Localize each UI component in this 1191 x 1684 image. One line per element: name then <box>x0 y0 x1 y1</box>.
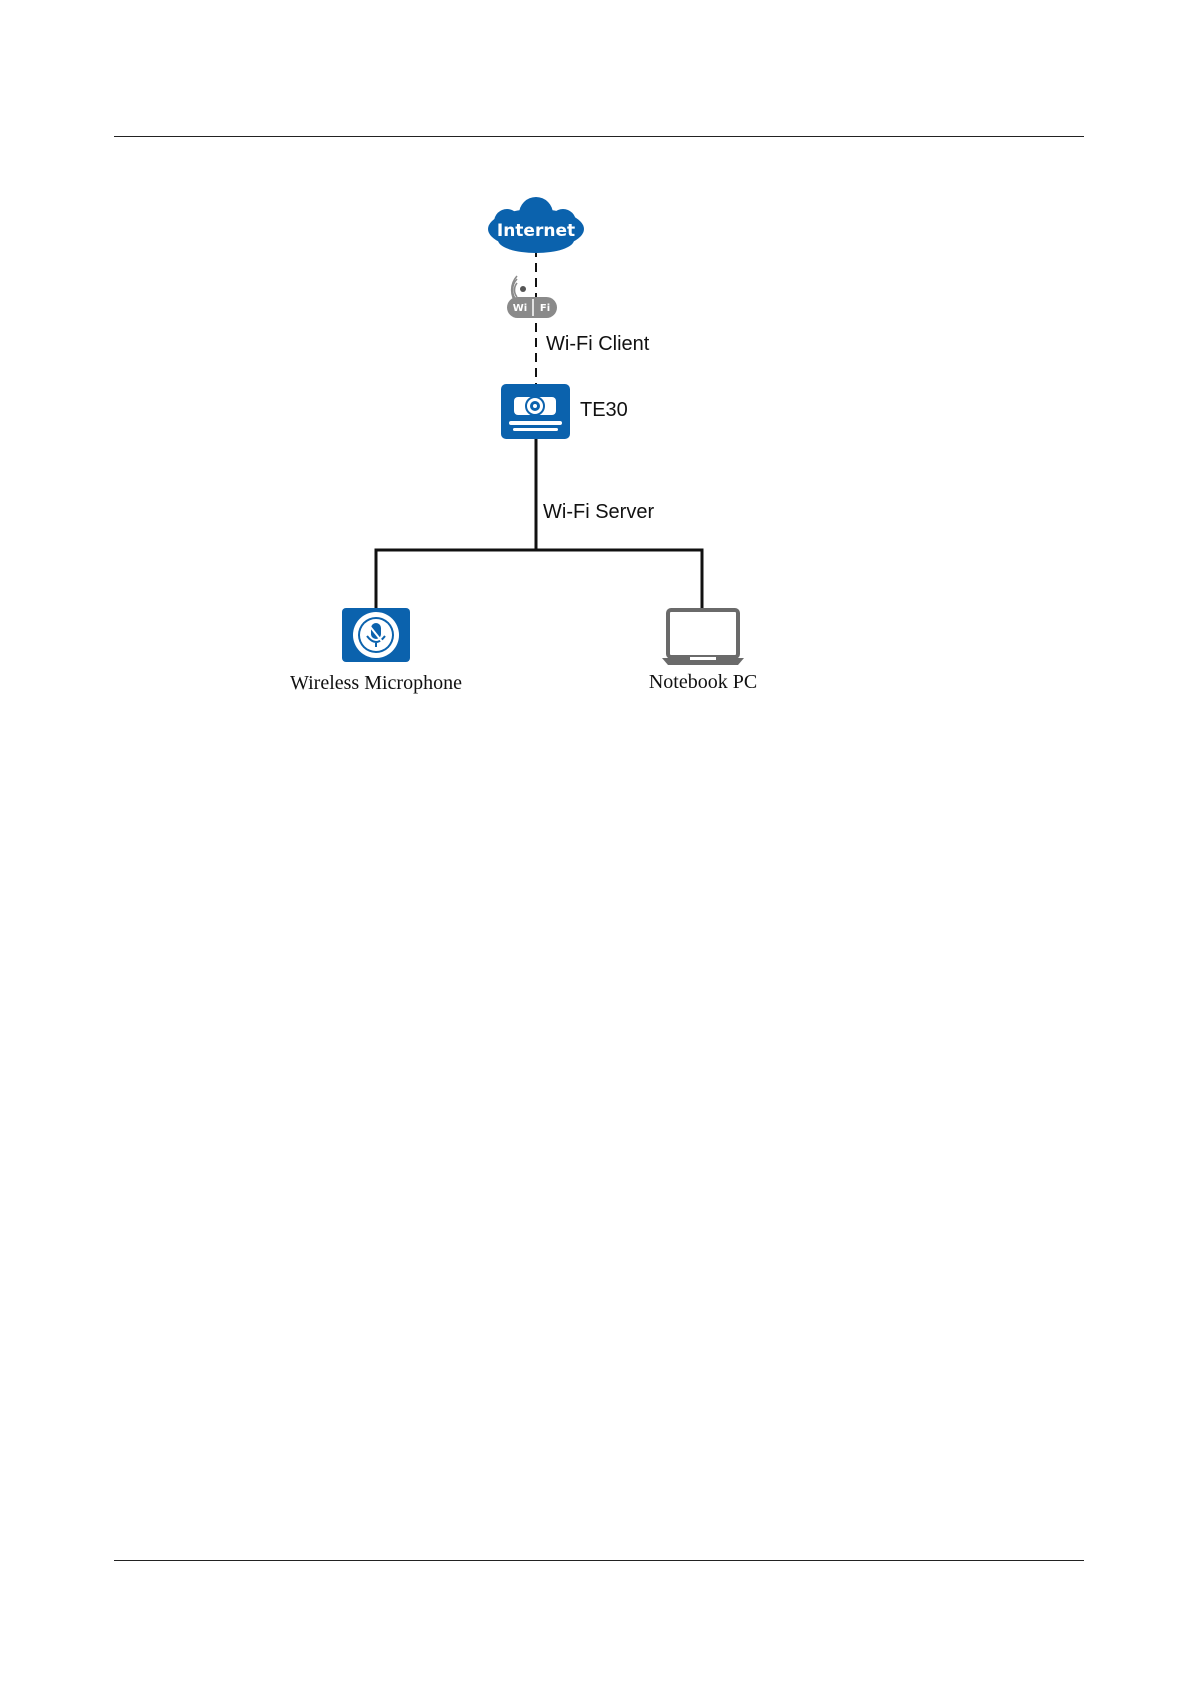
laptop-icon <box>662 610 744 665</box>
wifi-badge-right: Fi <box>540 303 550 314</box>
branch-line <box>376 550 702 608</box>
te30-label: TE30 <box>580 399 628 421</box>
internet-label: Internet <box>497 221 575 241</box>
wireless-microphone-icon <box>342 608 410 662</box>
wifi-client-label: Wi-Fi Client <box>546 333 650 355</box>
video-terminal-icon <box>501 384 570 439</box>
microphone-label: Wireless Microphone <box>290 672 462 694</box>
wifi-server-label: Wi-Fi Server <box>543 501 654 523</box>
notebook-label: Notebook PC <box>649 671 757 693</box>
wifi-badge-left: Wi <box>513 303 527 314</box>
